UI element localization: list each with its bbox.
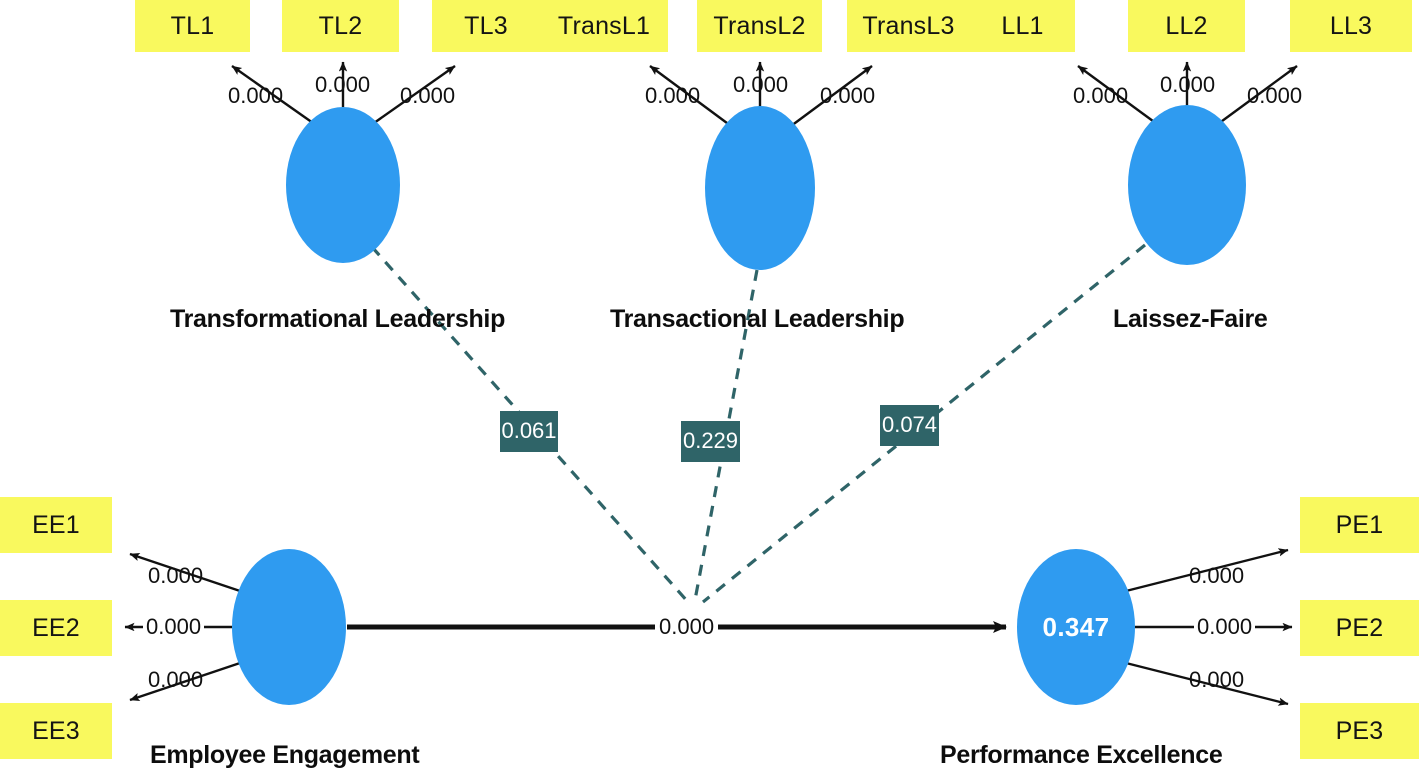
construct-laissez-faire[interactable] [1128, 105, 1246, 265]
path-coefficient-tl[interactable]: 0.061 [500, 411, 558, 452]
indicator-label: EE3 [32, 716, 80, 745]
loading-value-ll3: 0.000 [1247, 83, 1303, 108]
indicator-box-tl1[interactable]: TL1 [135, 0, 250, 52]
moderation-paths [370, 243, 1147, 604]
indicator-label: PE3 [1335, 716, 1384, 745]
indicator-label: PE2 [1335, 613, 1384, 642]
indicator-label: TL1 [170, 11, 215, 40]
indicator-box-pe2[interactable]: PE2 [1300, 600, 1419, 656]
loading-value-transl2: 0.000 [733, 72, 789, 97]
construct-transformational-leadership[interactable] [286, 107, 400, 263]
loading-value-transl3: 0.000 [820, 83, 876, 108]
indicator-label: PE1 [1335, 510, 1384, 539]
indicator-label: TL2 [318, 11, 363, 40]
indicator-label: TL3 [464, 11, 508, 40]
indicator-label: TransL3 [862, 11, 955, 40]
indicator-box-ee2[interactable]: EE2 [0, 600, 112, 656]
indicator-box-transl1[interactable]: TransL1 [540, 0, 668, 52]
path-coefficient-ll[interactable]: 0.074 [880, 405, 939, 446]
construct-label-transformational-leadership: Transformational Leadership [170, 305, 506, 333]
indicator-box-transl2[interactable]: TransL2 [697, 0, 822, 52]
construct-employee-engagement[interactable] [232, 549, 346, 705]
indicator-box-tl2[interactable]: TL2 [282, 0, 399, 52]
indicator-box-pe3[interactable]: PE3 [1300, 703, 1419, 759]
indicator-box-ll1[interactable]: LL1 [970, 0, 1075, 52]
loading-value-ee1: 0.000 [148, 563, 204, 588]
construct-transactional-leadership[interactable] [705, 106, 815, 270]
loading-value-transl1: 0.000 [645, 83, 701, 108]
construct-performance-excellence[interactable]: 0.347 [1017, 549, 1135, 705]
indicator-label: TransL1 [557, 11, 651, 40]
loading-value-pe1: 0.000 [1189, 563, 1245, 588]
indicator-label: LL2 [1165, 11, 1208, 40]
loading-value-tl1: 0.000 [228, 83, 284, 108]
loading-value-ee3: 0.000 [148, 667, 204, 692]
loading-value-pe2: 0.000 [1194, 614, 1256, 640]
indicator-box-ee1[interactable]: EE1 [0, 497, 112, 553]
indicator-label: EE1 [32, 510, 80, 539]
loading-value-ll2: 0.000 [1160, 72, 1216, 97]
indicator-box-transl3[interactable]: TransL3 [847, 0, 970, 52]
loading-value-tl3: 0.000 [400, 83, 456, 108]
loading-value-ll1: 0.000 [1073, 83, 1129, 108]
indicator-box-ee3[interactable]: EE3 [0, 703, 112, 759]
indicator-label: LL3 [1329, 11, 1373, 40]
structural-path-value-ee-pe: 0.000 [655, 614, 719, 640]
r-squared-value: 0.347 [1042, 611, 1110, 642]
indicator-box-ll3[interactable]: LL3 [1290, 0, 1412, 52]
indicator-box-pe1[interactable]: PE1 [1300, 497, 1419, 553]
indicator-box-ll2[interactable]: LL2 [1128, 0, 1245, 52]
loading-value-ee2: 0.000 [143, 614, 205, 640]
construct-label-transactional-leadership: Transactional Leadership [610, 305, 905, 333]
construct-label-laissez-faire: Laissez-Faire [1113, 305, 1268, 333]
construct-label-performance-excellence: Performance Excellence [940, 741, 1223, 769]
indicator-label: EE2 [32, 613, 80, 642]
construct-label-employee-engagement: Employee Engagement [150, 741, 420, 769]
loading-value-pe3: 0.000 [1189, 667, 1245, 692]
indicator-box-tl3[interactable]: TL3 [432, 0, 540, 52]
indicator-label: LL1 [1001, 11, 1044, 40]
indicator-label: TransL2 [713, 11, 806, 40]
loading-value-tl2: 0.000 [315, 72, 371, 97]
path-coefficient-transl[interactable]: 0.229 [681, 421, 740, 462]
